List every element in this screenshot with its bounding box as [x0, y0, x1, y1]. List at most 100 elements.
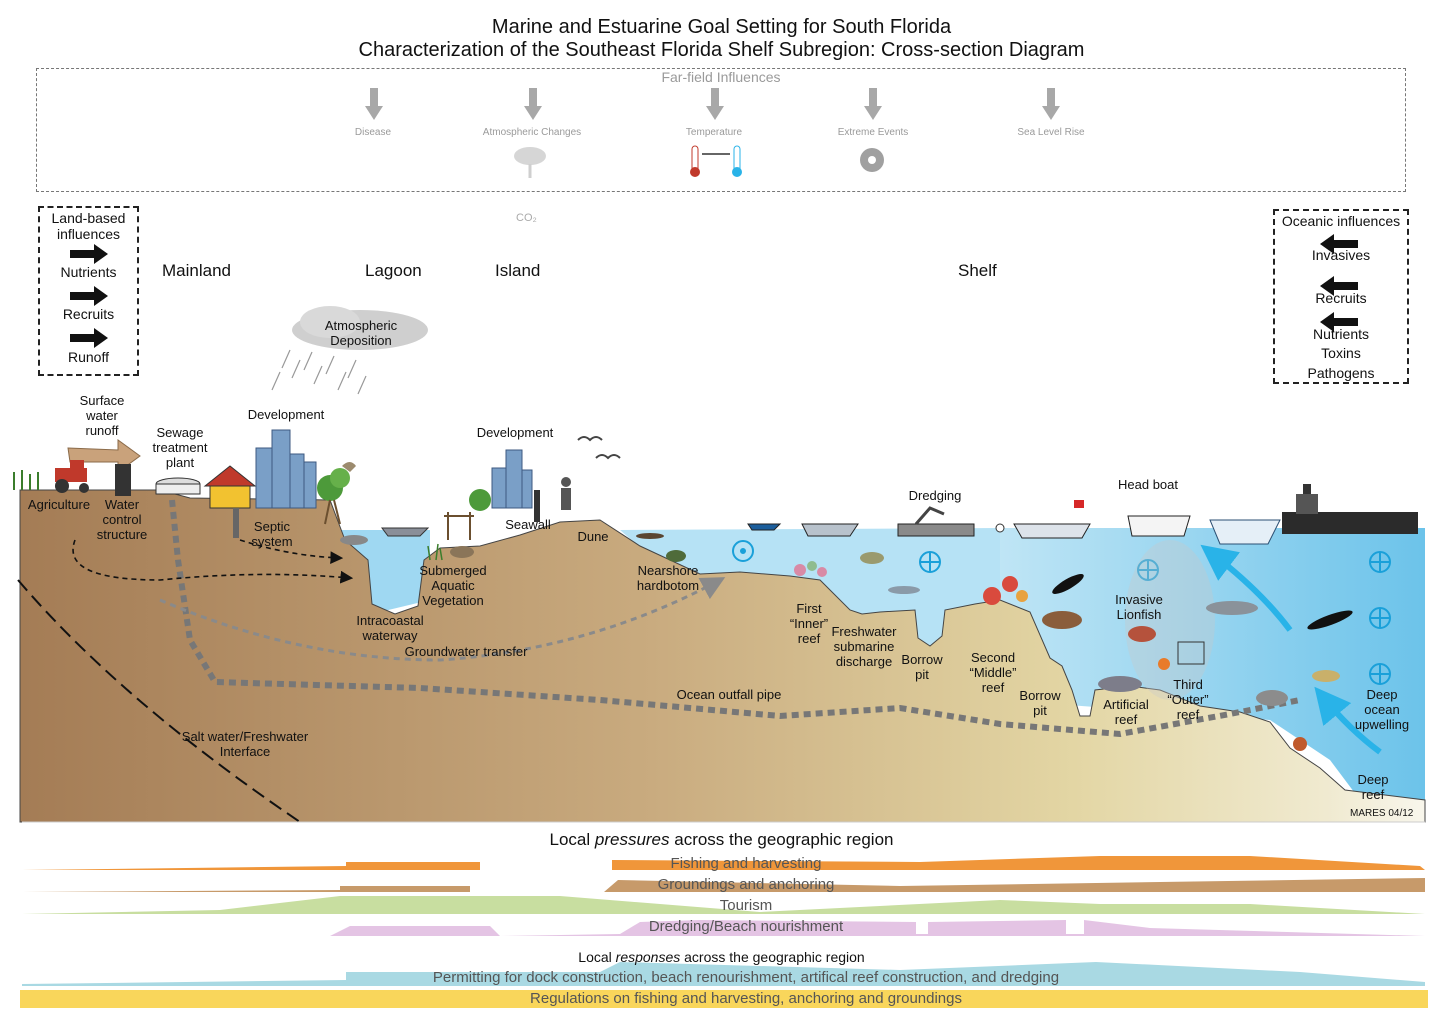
- band-groundings-label: Groundings and anchoring: [657, 876, 835, 893]
- label-second-reef: Second“Middle”reef: [969, 650, 1017, 695]
- mooring-buoy-icon: [995, 523, 1005, 533]
- land-based-recruits: Recruits: [62, 306, 115, 322]
- lagoon-boat-icon: [381, 527, 430, 537]
- oceanic-invasives: Invasives: [1311, 247, 1371, 263]
- water-control-structure-icon: [115, 464, 131, 496]
- label-development-island: Development: [476, 425, 554, 440]
- land-based-title-2: influences: [56, 226, 121, 242]
- band-dredging-shape: [22, 920, 1425, 936]
- seagrass-icon: [427, 543, 443, 561]
- mainland-buildings-icon: [255, 429, 317, 509]
- fisherman-icon: [561, 477, 571, 510]
- label-seawall: Seawall: [505, 517, 551, 532]
- current-markers: [732, 540, 1391, 685]
- pelican-icon: [342, 462, 356, 472]
- sea-turtle-icon: [666, 550, 686, 562]
- label-agriculture: Agriculture: [27, 497, 91, 512]
- land-based-arrows: [70, 244, 108, 348]
- label-dredging: Dredging: [908, 488, 962, 503]
- diagram-subtitle: Characterization of the Southeast Florid…: [358, 39, 1085, 61]
- label-development-mainland: Development: [247, 407, 325, 422]
- rain-icon: [271, 349, 367, 395]
- seabirds-icon: [577, 436, 621, 460]
- house-icon: [203, 465, 257, 538]
- crab-icon: [1293, 737, 1307, 751]
- far-field-box: [36, 68, 1406, 192]
- atmospheric-cloud-icon: [514, 147, 546, 178]
- head-boat-icon: [1127, 515, 1191, 537]
- land-cross-section: [19, 489, 1426, 823]
- co2-label: CO₂: [516, 212, 537, 224]
- otter-icon: [450, 546, 474, 558]
- oceanic-recruits: Recruits: [1315, 290, 1367, 306]
- label-third-reef: Third“Outer”reef: [1167, 677, 1209, 722]
- fish-icons: [860, 552, 1340, 706]
- island-tree-icon: [469, 489, 491, 511]
- oceanic-box: [1273, 209, 1409, 384]
- oceanic-arrows: [1320, 234, 1358, 332]
- outer-reef-corals: [1158, 641, 1205, 670]
- band-fishing-shape: [22, 856, 1425, 870]
- saltwater-interface-line: [17, 579, 301, 823]
- oceanic-pathogens: Pathogens: [1307, 365, 1375, 381]
- land-based-box: [38, 206, 139, 376]
- band-tourism-shape: [22, 896, 1425, 914]
- upwelling-arrow-upper: [1200, 544, 1293, 632]
- far-field-atmospheric: Atmospheric Changes: [482, 127, 582, 138]
- band-dredging-label: Dredging/Beach nourishment: [648, 918, 844, 935]
- land-based-title-1: Land-based: [51, 210, 126, 226]
- inner-reef-corals: [794, 561, 827, 577]
- tractor-icon: [55, 460, 89, 493]
- island-buildings-icon: [491, 449, 533, 509]
- region-shelf: Shelf: [958, 261, 997, 280]
- mangrove-icon: [317, 468, 350, 525]
- band-groundings-shape: [22, 878, 1425, 892]
- far-field-sea-level: Sea Level Rise: [1017, 127, 1085, 138]
- groundwater-transfer-arrow: [159, 577, 726, 662]
- far-field-arrows: [365, 88, 1060, 120]
- land-based-nutrients: Nutrients: [60, 264, 117, 280]
- thermometer-icon: [690, 145, 742, 177]
- diver-icon-1: [1052, 574, 1084, 594]
- band-permitting-label: Permitting for dock construction, beach …: [432, 969, 1060, 986]
- upwelling-arrow-lower: [1314, 686, 1382, 755]
- far-field-extreme-events: Extreme Events: [837, 127, 909, 138]
- middle-reef-corals: [983, 576, 1028, 605]
- region-island: Island: [495, 261, 541, 280]
- fishing-boat-icon: [1013, 523, 1091, 539]
- label-dune: Dune: [577, 529, 609, 544]
- jetski-icon: [747, 523, 782, 531]
- responses-title: Local responses across the geographic re…: [578, 949, 865, 965]
- far-field-temperature: Temperature: [685, 127, 743, 138]
- hurricane-icon: [860, 148, 884, 172]
- label-credit: MARES 04/12: [1350, 808, 1414, 819]
- dredge-barge-icon: [897, 506, 975, 537]
- oceanic-toxins: Toxins: [1321, 345, 1361, 361]
- ocean-outfall-pipe: [169, 499, 1301, 738]
- lionfish-icon: [1128, 626, 1156, 642]
- diver-icon-2: [1307, 610, 1353, 630]
- oceanic-nutrients: Nutrients: [1312, 326, 1370, 342]
- sewage-plant-icon: [155, 477, 201, 495]
- shipwreck-icon: [1098, 676, 1142, 692]
- far-field-disease: Disease: [354, 127, 392, 138]
- dive-flag-icon: [1074, 500, 1084, 508]
- oceanic-title: Oceanic influences: [1281, 213, 1401, 229]
- label-groundwater: Groundwater transfer: [404, 644, 528, 659]
- runoff-flow-arrow: [72, 539, 354, 584]
